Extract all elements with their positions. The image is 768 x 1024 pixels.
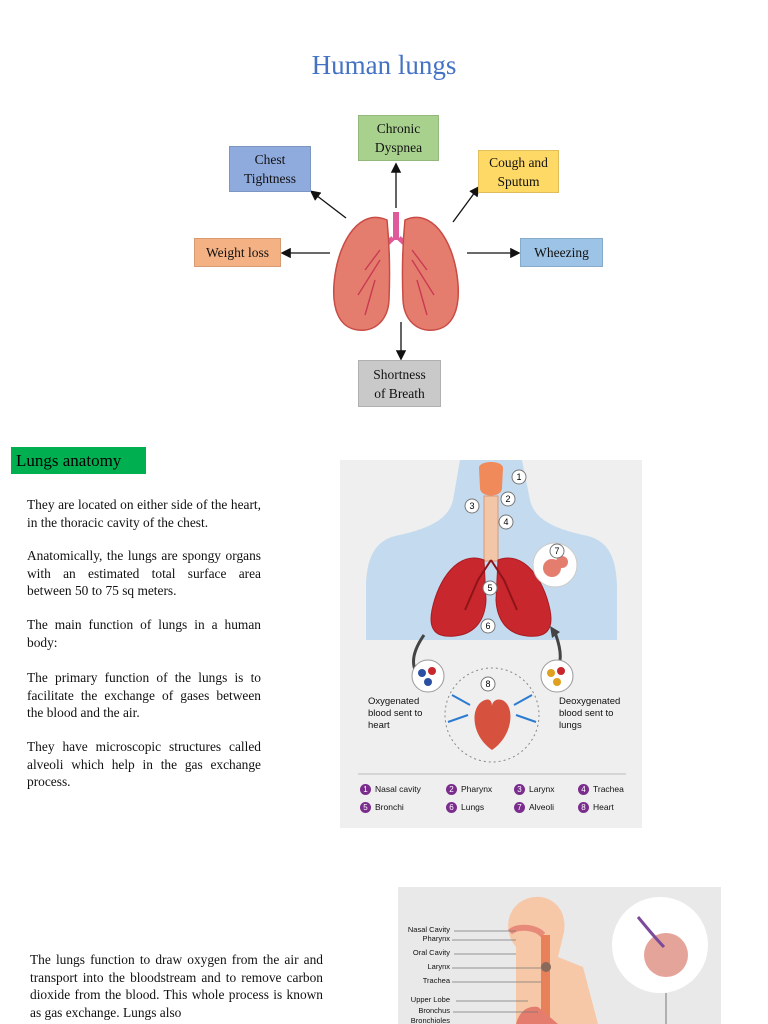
paragraph-main-function: The main function of lungs in a human bo… xyxy=(27,617,261,650)
marker-8: 8 xyxy=(485,679,490,689)
paragraph-location: They are located on either side of the h… xyxy=(27,497,261,530)
paragraph-alveoli: They have microscopic structures called … xyxy=(27,739,261,789)
paragraph-primary-function: The primary function of the lungs is to … xyxy=(27,670,261,720)
symptom-chronic-dyspnea: Chronic Dyspnea xyxy=(358,115,439,161)
left-lung-icon xyxy=(430,557,487,637)
oxygenated-caption: Oxygenated blood sent to heart xyxy=(368,696,423,731)
marker-2: 2 xyxy=(505,494,510,504)
anatomy-illustration: 1 2 3 4 5 6 7 8 xyxy=(358,460,626,775)
head-silhouette xyxy=(508,896,598,1024)
respiratory-figure: Nasal Cavity Pharynx Oral Cavity Larynx … xyxy=(398,887,721,1024)
label-larynx: Larynx xyxy=(427,962,450,971)
trachea-icon xyxy=(541,935,550,1024)
oxygenated-cells-icon xyxy=(411,659,445,693)
label-bronchioles: Bronchioles xyxy=(410,1016,450,1024)
respiratory-illustration xyxy=(452,896,708,1024)
label-oral-cavity: Oral Cavity xyxy=(412,948,450,957)
label-trachea: Trachea xyxy=(422,976,450,985)
lungs-icon xyxy=(333,212,459,331)
label-nasal-cavity: Nasal Cavity xyxy=(407,925,450,934)
paragraph-gas-exchange: The lungs function to draw oxygen from t… xyxy=(30,952,323,1020)
symptom-shortness-of-breath: Shortness of Breath xyxy=(358,360,441,407)
section-label: Lungs anatomy xyxy=(11,447,146,474)
deoxygenated-cells-icon xyxy=(540,659,574,693)
deoxygenated-caption: Deoxygenated blood sent to lungs xyxy=(559,696,621,731)
symptom-cough-and-sputum: Cough and Sputum xyxy=(478,150,559,193)
symptom-weight-loss: Weight loss xyxy=(194,238,281,267)
marker-6: 6 xyxy=(485,621,490,631)
marker-4: 4 xyxy=(503,517,508,527)
arrow-upper-left xyxy=(309,190,347,219)
arrow-upper-right xyxy=(452,185,480,223)
paragraph-anatomy: Anatomically, the lungs are spongy organ… xyxy=(27,548,261,598)
label-pharynx: Pharynx xyxy=(422,934,450,943)
marker-1: 1 xyxy=(516,472,521,482)
label-bronchus: Bronchus xyxy=(418,1006,450,1015)
marker-5: 5 xyxy=(487,583,492,593)
symptom-wheezing: Wheezing xyxy=(520,238,603,267)
nasal-icon xyxy=(479,462,503,496)
heart-zoom-ring xyxy=(444,667,540,763)
label-upper-lobe: Upper Lobe xyxy=(410,995,450,1004)
respiratory-labels: Nasal Cavity Pharynx Oral Cavity Larynx … xyxy=(398,925,450,1024)
marker-7: 7 xyxy=(554,546,559,556)
trachea-icon xyxy=(483,495,499,562)
symptom-arrows xyxy=(280,162,521,361)
marker-3: 3 xyxy=(469,501,474,511)
symptom-chest-tightness: Chest Tightness xyxy=(229,146,311,192)
heart-icon xyxy=(474,699,511,750)
anatomy-figure: 1 2 3 4 5 6 7 8 Oxygenated blood sent to… xyxy=(340,460,642,828)
page-title: Human lungs xyxy=(311,50,457,80)
